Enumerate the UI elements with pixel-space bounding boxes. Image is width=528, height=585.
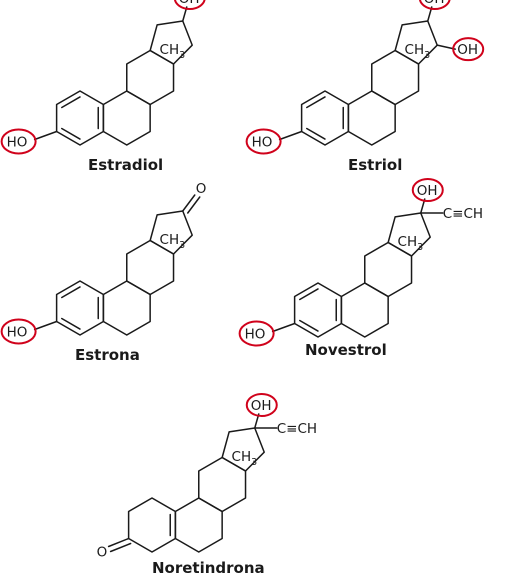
compound-name: Estriol <box>348 156 402 174</box>
ethynyl-label: C≡CH <box>443 206 483 222</box>
ketone-label: O <box>97 545 108 561</box>
hydroxyl-label: OH <box>457 42 478 58</box>
highlight-circle <box>245 393 278 418</box>
structure-estrona: HO CH3 O Estrona <box>0 181 207 364</box>
hydroxyl-label: HO <box>7 325 28 341</box>
methyl-label: CH3 <box>405 42 431 61</box>
highlight-circle <box>418 0 451 11</box>
hydroxyl-label: OH <box>251 398 272 414</box>
hydroxyl-label: HO <box>252 135 273 151</box>
structure-noretindrona: O CH3 OH C≡CH Noretindrona <box>97 393 317 577</box>
highlight-circle <box>452 37 485 62</box>
hydroxyl-label: HO <box>245 327 266 343</box>
compound-name: Estradiol <box>88 156 163 174</box>
ethynyl-label: C≡CH <box>277 421 317 437</box>
methyl-label: CH3 <box>160 232 186 251</box>
highlight-circle <box>245 128 282 155</box>
hydroxyl-label: OH <box>424 0 445 7</box>
hydroxyl-label: OH <box>179 0 200 7</box>
compound-name: Estrona <box>75 346 140 364</box>
structure-estriol: HO CH3 OH OH Estriol <box>245 0 485 174</box>
highlight-circle <box>0 128 37 155</box>
structure-novestrol: HO CH3 OH C≡CH Novestrol <box>238 178 483 359</box>
highlight-circle <box>238 320 275 347</box>
highlight-circle <box>0 318 37 345</box>
hydroxyl-label: HO <box>7 135 28 151</box>
highlight-circle <box>173 0 206 11</box>
methyl-label: CH3 <box>398 234 424 253</box>
methyl-label: CH3 <box>160 42 186 61</box>
compound-name: Novestrol <box>305 341 387 359</box>
ketone-label: O <box>196 181 207 197</box>
structure-estradiol: HO CH3 OH Estradiol <box>0 0 206 174</box>
methyl-label: CH3 <box>232 449 258 468</box>
compound-name: Noretindrona <box>152 559 265 577</box>
highlight-circle <box>411 178 444 203</box>
hydroxyl-label: OH <box>417 183 438 199</box>
